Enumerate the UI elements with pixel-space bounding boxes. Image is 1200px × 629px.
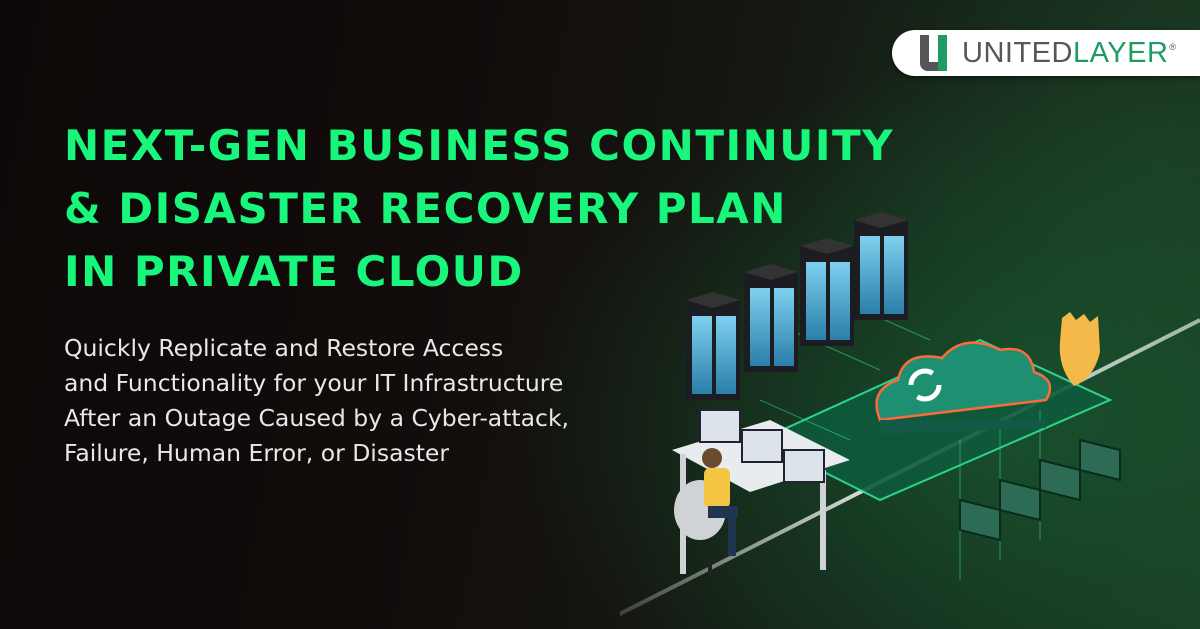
headline-line: & DISASTER RECOVERY PLAN: [64, 184, 787, 233]
cloud-infrastructure-illustration: [620, 212, 1200, 617]
sync-icon: [908, 368, 942, 402]
shield-icon: [1059, 312, 1100, 386]
server-racks: [686, 212, 908, 400]
subtitle-line: and Functionality for your IT Infrastruc…: [64, 369, 564, 397]
subtitle-line: After an Outage Caused by a Cyber-attack…: [64, 404, 570, 432]
headline-line: NEXT-GEN BUSINESS CONTINUITY: [64, 121, 895, 170]
laptops: [959, 438, 1121, 542]
logo-wordmark: UNITEDLAYER®: [962, 36, 1177, 69]
subtitle-line: Quickly Replicate and Restore Access: [64, 334, 504, 362]
headline: NEXT-GEN BUSINESS CONTINUITY & DISASTER …: [64, 114, 894, 303]
cloud-icon: [875, 341, 1052, 434]
workstation: [672, 409, 850, 578]
subtitle-line: Failure, Human Error, or Disaster: [64, 439, 450, 467]
headline-line: IN PRIVATE CLOUD: [64, 247, 524, 296]
logo-u-icon: [920, 35, 952, 71]
subtitle: Quickly Replicate and Restore Access and…: [64, 331, 569, 471]
unitedlayer-logo: UNITEDLAYER®: [892, 30, 1200, 76]
